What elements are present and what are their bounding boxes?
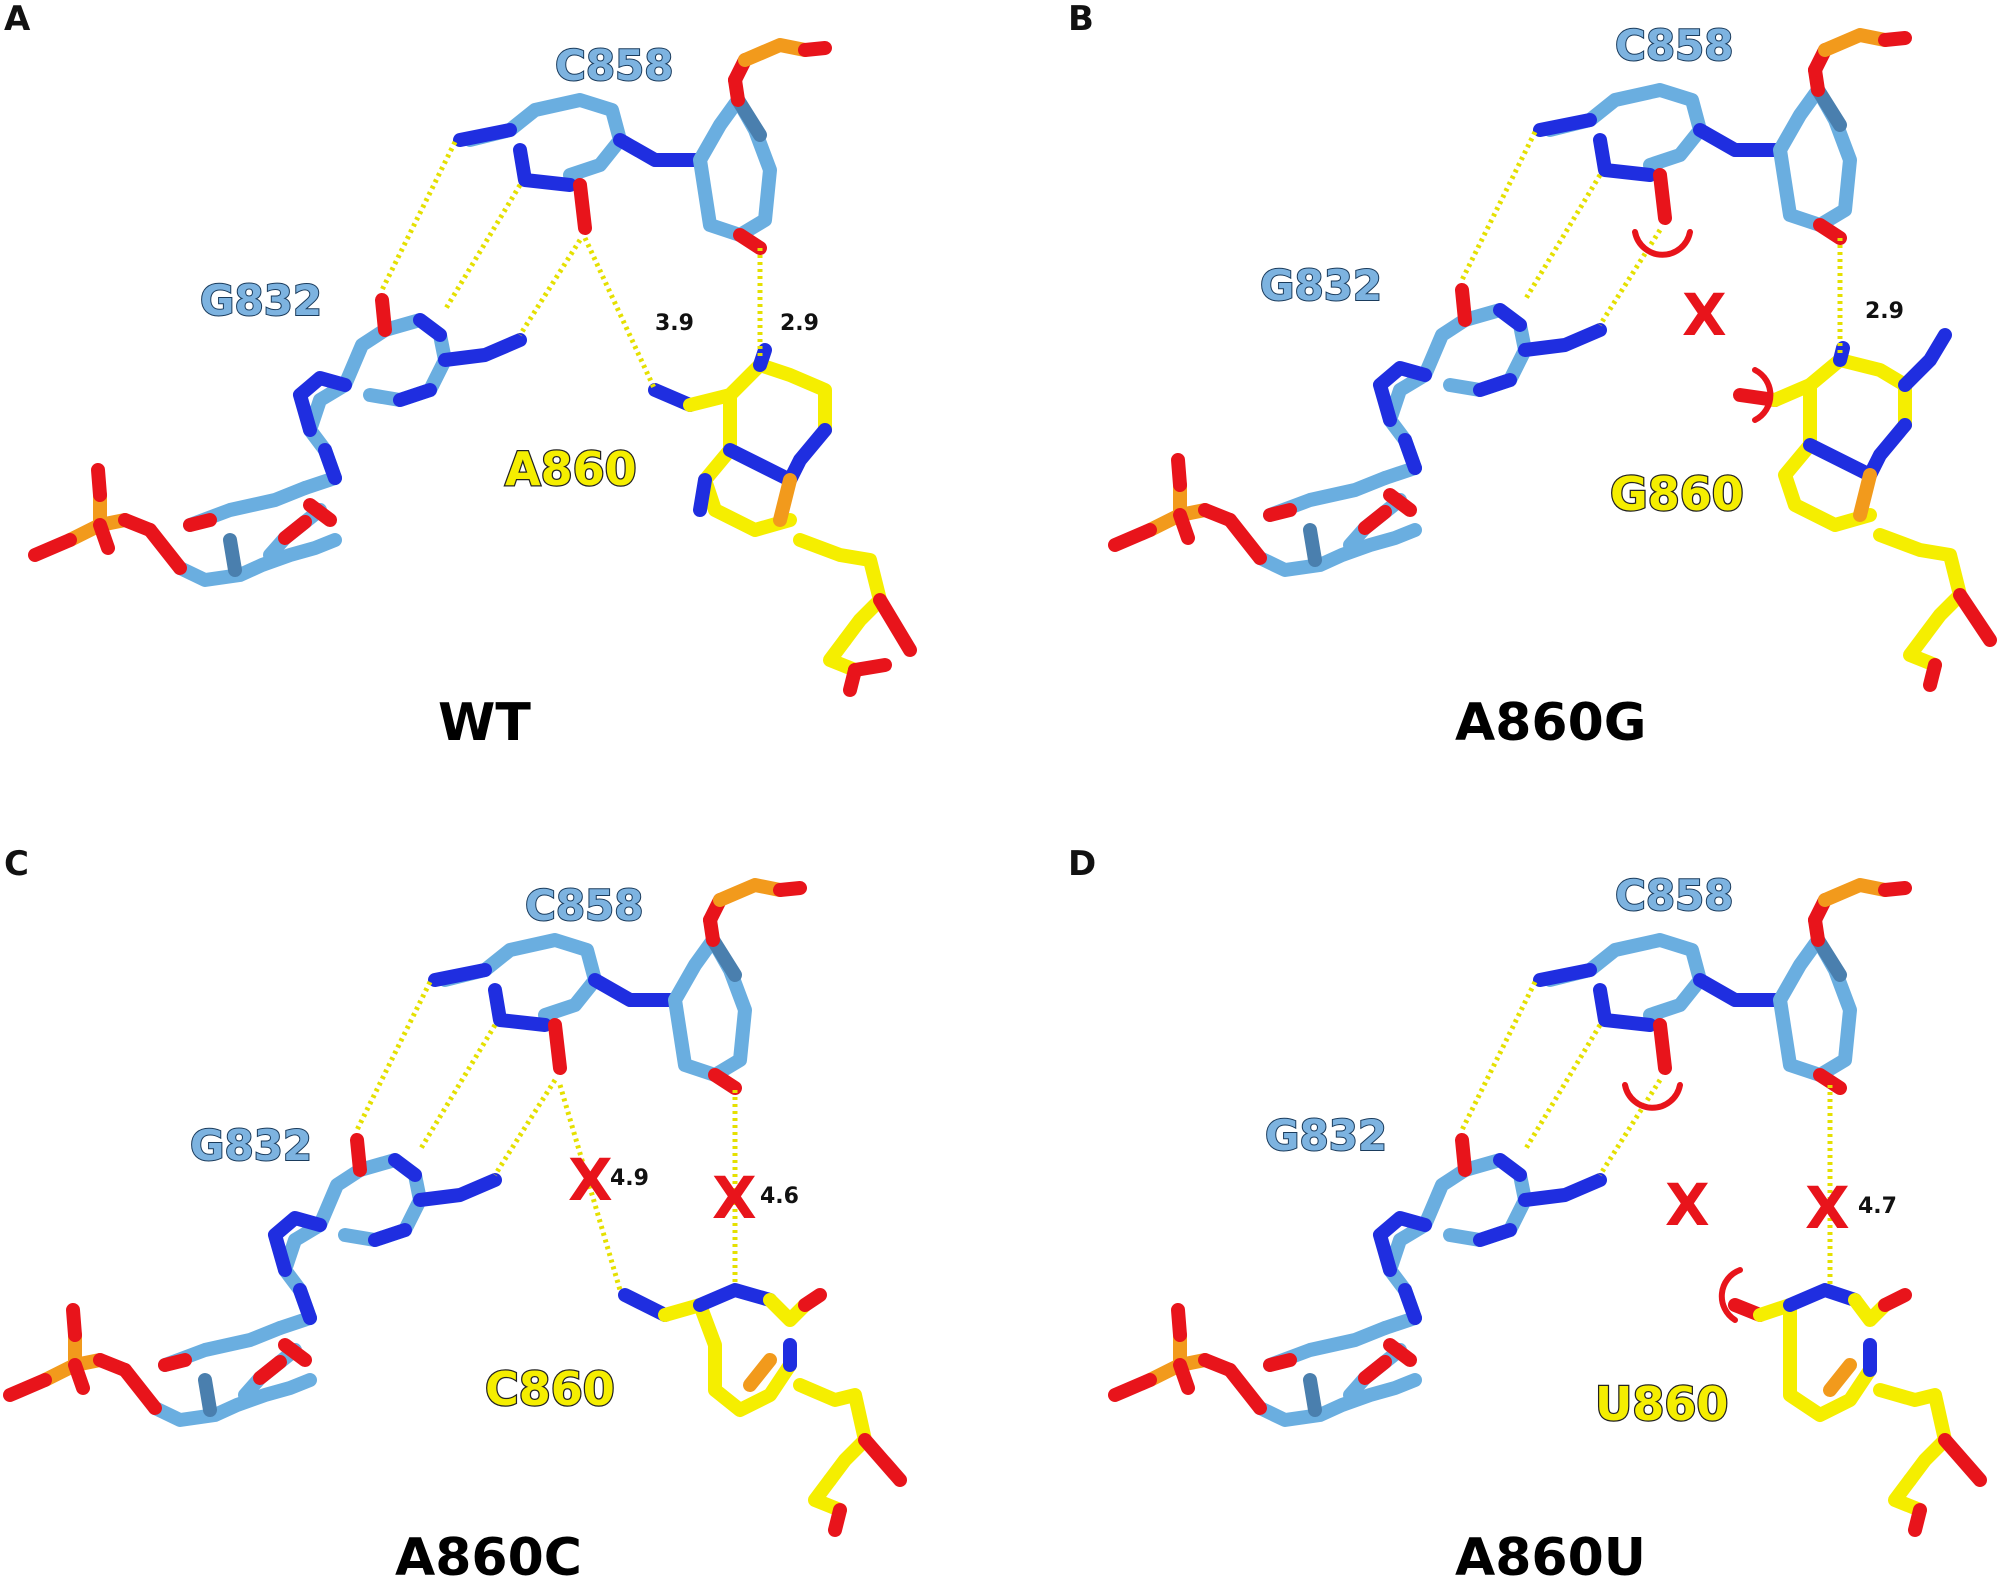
panel-b-c858-label: C858 <box>1615 21 1734 70</box>
panel-b-clash-arc-1 <box>1632 229 1693 258</box>
panel-b-distance-1: 2.9 <box>1865 299 1904 324</box>
panel-b-mut-label: G860 <box>1610 467 1744 521</box>
panel-a: A C858 G832 A860 3.9 2.9 WT <box>4 0 910 753</box>
panel-d-lost-bond-mark-1: X <box>1665 1171 1710 1239</box>
panel-d-mut-label: U860 <box>1595 1377 1728 1431</box>
panel-c-distance-1: 4.9 <box>610 1166 649 1191</box>
panel-b-letter: B <box>1068 0 1094 39</box>
panel-d-caption: A860U <box>1455 1528 1646 1581</box>
panel-d-clash-arc-1 <box>1622 1082 1683 1111</box>
panel-d-g832-label: G832 <box>1265 1111 1387 1160</box>
panel-a-mut-label: A860 <box>505 442 637 496</box>
panel-b: B X C858 G832 G860 2.9 A860G <box>1068 0 1997 753</box>
panel-b-g832-label: G832 <box>1260 261 1382 310</box>
panel-c-letter: C <box>4 844 29 884</box>
panel-a-letter: A <box>4 0 31 39</box>
panel-b-clash-arc-2 <box>1752 367 1774 423</box>
panel-a-c858-label: C858 <box>555 41 674 90</box>
panel-c-lost-bond-mark-2: X <box>712 1164 757 1232</box>
panel-b-lost-bond-mark: X <box>1682 281 1727 349</box>
panel-d-letter: D <box>1068 844 1096 884</box>
panel-d-distance-1: 4.7 <box>1858 1194 1897 1219</box>
panel-c-lost-bond-mark-1: X <box>568 1146 613 1214</box>
panel-c-caption: A860C <box>395 1528 582 1581</box>
panel-d-c858-label: C858 <box>1615 871 1734 920</box>
panel-c-g832-label: G832 <box>190 1121 312 1170</box>
panel-d-clash-arc-2 <box>1718 1267 1743 1323</box>
panel-c-mut-label: C860 <box>485 1362 615 1416</box>
panel-d-lost-bond-mark-2: X <box>1805 1174 1850 1242</box>
panel-c-c858-label: C858 <box>525 881 644 930</box>
panel-a-g832-label: G832 <box>200 276 322 325</box>
panel-a-distance-1: 3.9 <box>655 311 694 336</box>
panel-d: D X X C858 G832 U860 4.7 A860U <box>1068 844 1987 1581</box>
panel-a-caption: WT <box>438 693 531 753</box>
panel-c: C X X C858 G832 C860 4.9 4.6 A860C <box>4 844 907 1581</box>
panel-c-distance-2: 4.6 <box>760 1184 799 1209</box>
panel-a-distance-2: 2.9 <box>780 311 819 336</box>
panel-b-caption: A860G <box>1455 693 1646 753</box>
